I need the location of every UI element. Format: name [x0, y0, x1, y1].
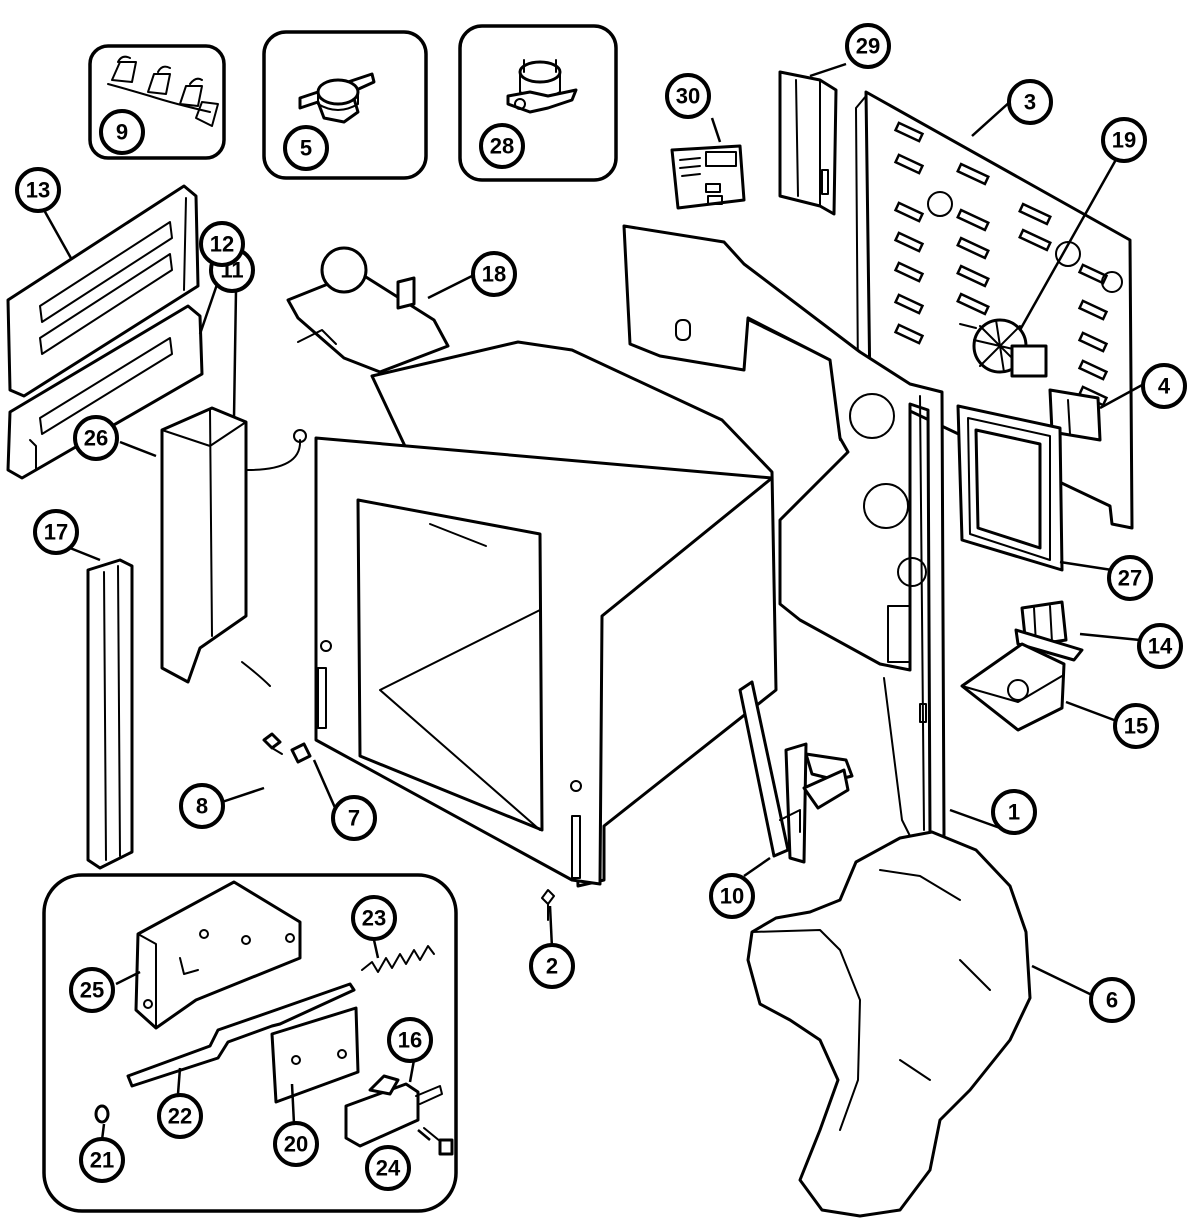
svg-text:3: 3	[1024, 90, 1036, 115]
callout-1: 1	[991, 789, 1037, 835]
callout-21: 21	[79, 1137, 125, 1183]
screw-7	[290, 742, 312, 764]
svg-text:30: 30	[676, 84, 700, 109]
callout-16: 16	[387, 1017, 433, 1063]
door-hinge-link	[738, 680, 854, 864]
high-limit-thermostat	[506, 59, 578, 114]
svg-text:24: 24	[376, 1156, 401, 1181]
svg-text:4: 4	[1158, 374, 1171, 399]
callout-29: 29	[845, 23, 891, 69]
svg-text:21: 21	[90, 1148, 114, 1173]
svg-text:17: 17	[44, 520, 68, 545]
svg-text:2: 2	[546, 954, 558, 979]
fan-cover	[1048, 388, 1102, 442]
callout-6: 6	[1089, 977, 1135, 1023]
callout-15: 15	[1113, 703, 1159, 749]
callout-13: 13	[15, 167, 61, 213]
svg-text:8: 8	[196, 794, 208, 819]
svg-text:16: 16	[398, 1028, 422, 1053]
callout-28: 28	[479, 123, 525, 169]
callout-7: 7	[331, 795, 377, 841]
inset-box-28	[458, 24, 618, 182]
callout-4: 4	[1141, 363, 1187, 409]
latch-plate	[270, 1006, 360, 1104]
inset-box-9	[88, 44, 226, 160]
callout-19: 19	[1101, 117, 1147, 163]
insulation-blanket	[746, 830, 1032, 1218]
side-trim	[86, 558, 134, 870]
svg-text:5: 5	[300, 136, 312, 161]
callout-27: 27	[1107, 555, 1153, 601]
door-lock-motor	[286, 246, 450, 374]
svg-text:15: 15	[1124, 714, 1148, 739]
latch-spring	[361, 945, 435, 973]
callout-5: 5	[283, 125, 329, 171]
callout-14: 14	[1137, 623, 1183, 669]
svg-text:23: 23	[362, 906, 386, 931]
callout-17: 17	[33, 509, 79, 555]
transformer-bracket	[960, 642, 1066, 732]
svg-text:13: 13	[26, 178, 50, 203]
small-pin	[94, 1104, 110, 1124]
control-board	[670, 144, 746, 210]
svg-text:27: 27	[1118, 566, 1142, 591]
inset-box-5	[262, 30, 428, 180]
svg-text:1: 1	[1008, 800, 1020, 825]
convection-fan-motor	[959, 318, 1048, 378]
latch-bracket	[134, 880, 302, 1030]
callout-30: 30	[665, 73, 711, 119]
svg-text:6: 6	[1106, 988, 1118, 1013]
transformer	[1014, 600, 1084, 662]
callout-2: 2	[529, 943, 575, 989]
callout-23: 23	[351, 895, 397, 941]
switch-screw	[423, 1127, 454, 1156]
svg-text:22: 22	[168, 1104, 192, 1129]
inset-box-latch-assembly	[42, 873, 458, 1213]
side-channel	[778, 70, 838, 216]
screw-2	[541, 889, 555, 921]
callout-10: 10	[709, 873, 755, 919]
svg-text:7: 7	[348, 806, 360, 831]
svg-text:25: 25	[80, 978, 104, 1003]
wiring-cover-frame	[956, 404, 1064, 572]
callout-26: 26	[73, 415, 119, 461]
svg-text:28: 28	[490, 134, 514, 159]
leader-lines	[42, 62, 1145, 1141]
screw-8	[262, 732, 283, 755]
latch-rod	[126, 982, 356, 1088]
svg-text:12: 12	[210, 232, 234, 257]
callout-3: 3	[1007, 79, 1053, 125]
svg-text:26: 26	[84, 426, 108, 451]
callout-12: 12	[199, 221, 245, 267]
callout-8: 8	[179, 783, 225, 829]
front-vent-bracket	[6, 184, 200, 398]
svg-text:19: 19	[1112, 128, 1136, 153]
svg-text:29: 29	[856, 34, 880, 59]
air-duct	[160, 406, 248, 684]
oven-frame	[622, 224, 946, 838]
rear-vent-bracket	[6, 304, 204, 480]
svg-text:9: 9	[116, 120, 128, 145]
svg-text:10: 10	[720, 884, 744, 909]
callout-22: 22	[157, 1093, 203, 1139]
wire-terminal-block	[107, 55, 219, 127]
callout-18: 18	[471, 251, 517, 297]
callout-20: 20	[273, 1121, 319, 1167]
svg-text:20: 20	[284, 1132, 308, 1157]
callout-9: 9	[99, 109, 145, 155]
callout-25: 25	[69, 967, 115, 1013]
svg-text:18: 18	[482, 262, 506, 287]
oven-cavity	[314, 340, 778, 888]
limit-thermostat	[298, 72, 376, 124]
callout-24: 24	[365, 1145, 411, 1191]
door-lock-switch	[344, 1074, 443, 1148]
svg-text:14: 14	[1148, 634, 1173, 659]
